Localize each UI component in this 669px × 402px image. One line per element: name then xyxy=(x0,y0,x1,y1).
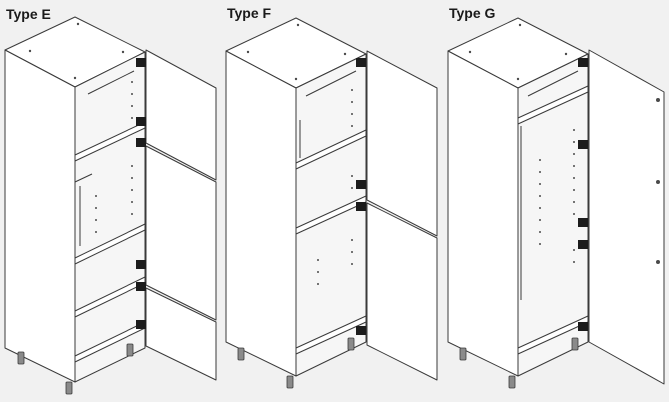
cabinet-type-f xyxy=(225,17,438,389)
cabinet-type-e xyxy=(4,16,217,395)
cabinet-e-side xyxy=(4,49,76,383)
cabinet-e-door-top xyxy=(145,49,217,181)
type-g-label: Type G xyxy=(449,5,496,21)
type-f-label: Type F xyxy=(227,5,272,21)
cabinet-f-door-bottom xyxy=(366,202,438,381)
cabinet-e-door-middle xyxy=(145,145,217,321)
type-e-label: Type E xyxy=(6,6,51,22)
cabinet-g-side xyxy=(447,50,519,377)
cabinet-type-g xyxy=(447,17,665,389)
cabinet-g-door xyxy=(588,49,665,385)
cabinet-g-interior xyxy=(517,53,589,377)
cabinet-f-door-top xyxy=(366,50,438,237)
cabinet-f-side xyxy=(225,50,297,377)
